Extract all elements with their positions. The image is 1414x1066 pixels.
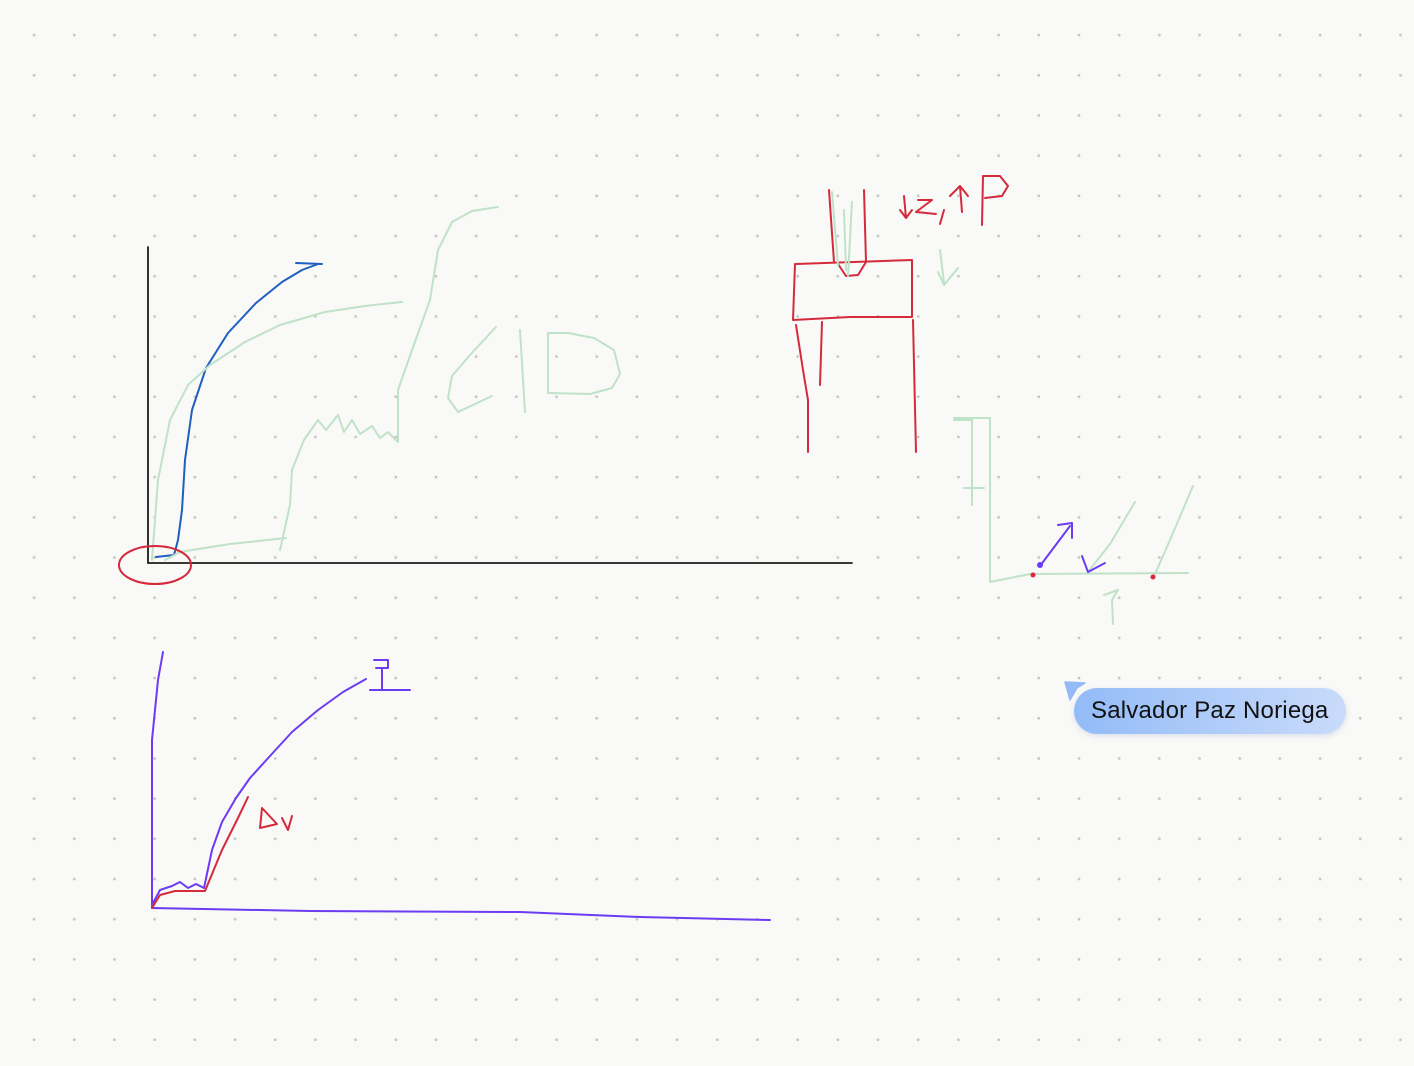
red-stem-u bbox=[837, 189, 867, 277]
upper-green-loop bbox=[447, 326, 497, 413]
green-slash-b bbox=[1154, 485, 1194, 575]
lower-graph-y-axis bbox=[151, 651, 164, 909]
upper-green-curve-b bbox=[164, 537, 287, 561]
red-leg-left bbox=[795, 324, 809, 453]
green-corner-axes bbox=[953, 417, 1189, 583]
red-annotation-glyphs bbox=[899, 175, 1009, 226]
red-point-b bbox=[1150, 574, 1156, 580]
origin-red-circle bbox=[118, 545, 192, 585]
lower-violet-curve bbox=[151, 678, 367, 906]
violet-arrow bbox=[1039, 522, 1073, 567]
green-y-mark bbox=[953, 419, 985, 506]
green-down-arrow bbox=[937, 249, 959, 286]
upper-blue-tick bbox=[295, 262, 323, 265]
lower-red-delta-label bbox=[259, 807, 293, 831]
lower-violet-pin bbox=[369, 659, 411, 691]
upper-green-bar bbox=[519, 329, 526, 413]
cursor-arrow-icon bbox=[1064, 681, 1086, 701]
upper-green-wiggle bbox=[279, 206, 499, 551]
lower-graph-x-axis bbox=[151, 907, 771, 921]
green-small-mark bbox=[1103, 589, 1119, 625]
red-box bbox=[792, 259, 913, 321]
collaborator-name-tag: Salvador Paz Noriega bbox=[1074, 688, 1347, 734]
violet-point bbox=[1037, 562, 1043, 568]
right-vector-diagram bbox=[953, 417, 1194, 625]
red-stem-left bbox=[828, 189, 835, 263]
lower-red-curve bbox=[151, 796, 249, 909]
lower-graph bbox=[151, 651, 771, 921]
upper-graph bbox=[118, 206, 853, 585]
upper-green-curve-a bbox=[151, 301, 403, 561]
green-stem-overlay bbox=[831, 191, 853, 277]
upper-blue-curve bbox=[155, 263, 319, 558]
red-leg-middle bbox=[819, 321, 823, 386]
red-point-a bbox=[1030, 572, 1036, 578]
collaborator-name: Salvador Paz Noriega bbox=[1091, 697, 1329, 724]
right-structure-sketch bbox=[792, 175, 1009, 453]
green-slash-a bbox=[1087, 501, 1136, 573]
violet-check bbox=[1081, 555, 1106, 573]
red-leg-right bbox=[912, 319, 917, 453]
upper-green-d bbox=[547, 332, 621, 395]
